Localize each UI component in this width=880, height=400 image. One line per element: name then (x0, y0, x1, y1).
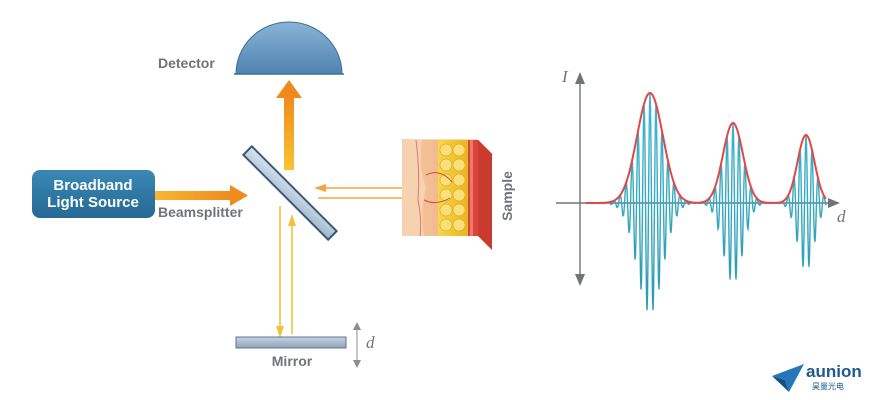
brand-mark-icon (772, 364, 804, 392)
light-source-label-line1: Broadband (53, 177, 132, 194)
mirror-displacement-arrow (353, 322, 361, 368)
sample-tissue (401, 139, 493, 250)
brand-logo: aunion 昊量光电 (772, 362, 862, 392)
light-source-box: Broadband Light Source (32, 170, 155, 218)
beam-from-source (155, 185, 248, 206)
fat-cells (439, 143, 466, 232)
interferogram-plot (556, 72, 840, 311)
detector (234, 21, 344, 75)
brand-name: aunion (806, 362, 862, 381)
y-axis-label: I (561, 67, 569, 86)
detector-label: Detector (158, 55, 215, 71)
x-axis-arrow (828, 198, 840, 208)
x-axis-label: d (837, 207, 846, 226)
reference-mirror (235, 336, 347, 349)
envelope-trace (586, 91, 827, 204)
y-axis-arrow-top (575, 72, 585, 84)
mirror-label: Mirror (272, 353, 313, 369)
y-axis-arrow-bottom (575, 274, 585, 286)
mirror-displacement-label: d (366, 333, 375, 352)
beam-to-detector (276, 80, 302, 170)
beamsplitter-label: Beamsplitter (158, 204, 243, 220)
reference-arm-beams (276, 206, 296, 338)
detector-dome (235, 21, 343, 75)
sample-label: Sample (499, 171, 515, 221)
beamsplitter (241, 144, 339, 242)
light-source-label-line2: Light Source (47, 194, 139, 211)
brand-subtitle: 昊量光电 (812, 381, 844, 391)
